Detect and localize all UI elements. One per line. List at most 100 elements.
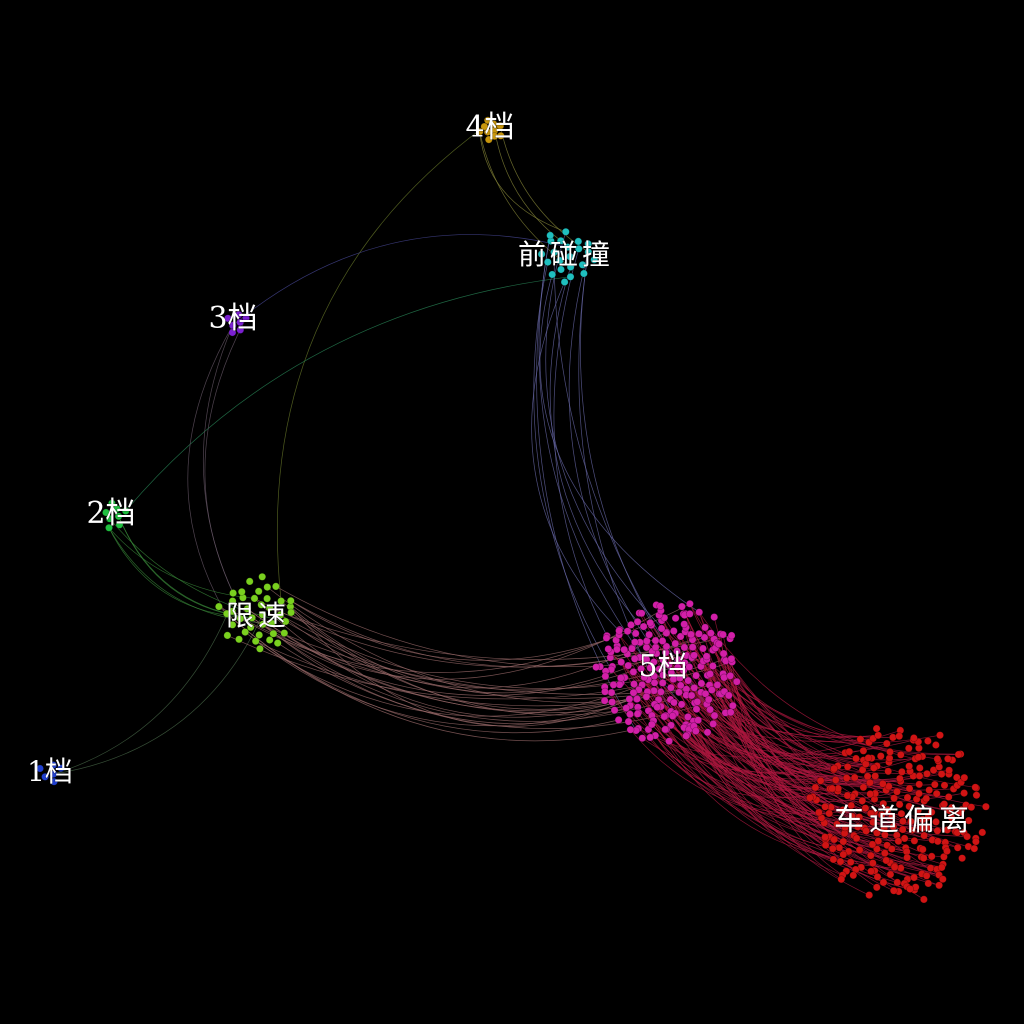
node-c5 [637, 609, 646, 618]
node-lane [889, 886, 898, 895]
node-lane [881, 830, 889, 839]
edge-limit-c5 [232, 600, 671, 722]
node-lane [919, 854, 928, 862]
node-lane [849, 871, 858, 880]
node-limit [286, 596, 295, 605]
node-lane [888, 812, 896, 821]
cluster-label-front: 前碰撞 [518, 238, 614, 271]
node-limit [258, 620, 267, 629]
node-lane [924, 879, 933, 888]
node-lane [935, 881, 943, 890]
node-c5 [673, 647, 681, 655]
node-lane [806, 793, 814, 802]
node-limit [271, 582, 280, 591]
node-c5 [702, 652, 711, 661]
node-lane [905, 762, 913, 771]
node-c5 [653, 703, 662, 712]
node-limit [255, 631, 264, 639]
node-c5 [715, 640, 723, 648]
node-limit [228, 597, 237, 605]
node-lane [865, 891, 874, 899]
node-lane [884, 767, 893, 776]
node-lane [871, 772, 880, 780]
node-limit [265, 603, 274, 612]
node-front [557, 265, 565, 274]
node-c5 [659, 671, 667, 679]
node-lane [878, 779, 887, 788]
node-lane [906, 885, 914, 893]
cluster-label-c3: 3档 [208, 301, 257, 336]
node-c5 [710, 711, 719, 720]
node-c5 [707, 686, 716, 694]
node-lane [880, 849, 889, 858]
node-c5 [624, 717, 633, 726]
edge-c5-lane [684, 647, 976, 788]
node-front [580, 269, 588, 278]
node-lane [904, 744, 913, 753]
node-lane [898, 768, 906, 776]
node-lane [898, 825, 907, 834]
node-lane [879, 878, 888, 887]
node-c5 [642, 655, 651, 664]
node-lane [828, 784, 837, 793]
node-lane [866, 851, 875, 860]
node-lane [872, 724, 881, 733]
node-front [556, 256, 564, 265]
node-lane [960, 773, 969, 782]
node-lane [895, 800, 904, 809]
node-lane [925, 786, 934, 794]
node-lane [873, 845, 881, 853]
node-lane [868, 859, 877, 867]
node-lane [947, 813, 956, 822]
node-lane [858, 766, 867, 774]
node-lane [932, 818, 940, 826]
node-lane [963, 832, 971, 841]
node-c4 [496, 131, 505, 140]
node-c5 [649, 658, 658, 666]
node-lane [910, 873, 918, 882]
node-front [566, 272, 575, 281]
edge-c5-lane [700, 692, 899, 842]
cluster-c2 [102, 499, 130, 532]
node-c5 [727, 654, 736, 663]
node-lane [839, 850, 848, 859]
node-c5 [600, 696, 609, 705]
node-limit [258, 572, 267, 581]
edge-front-c5 [538, 235, 682, 705]
node-lane [927, 852, 936, 861]
node-c5 [637, 664, 645, 673]
node-lane [903, 853, 911, 862]
node-front [584, 247, 593, 256]
node-c4 [475, 127, 484, 136]
node-lane [859, 783, 868, 792]
node-lane [944, 793, 953, 801]
node-lane [858, 796, 867, 805]
node-c5 [620, 645, 629, 654]
node-front [584, 239, 593, 248]
node-limit [235, 635, 243, 644]
nodes-layer [36, 116, 990, 904]
node-c5 [704, 695, 713, 704]
node-c5 [662, 642, 671, 651]
edge-limit-c5 [218, 606, 695, 699]
node-lane [972, 791, 981, 800]
edge-c5-lane [615, 640, 915, 878]
node-limit [222, 609, 231, 618]
node-limit [263, 594, 271, 603]
edge-c5-lane [704, 627, 958, 849]
node-lane [889, 822, 898, 831]
node-c5 [710, 613, 719, 621]
node-c5 [642, 692, 651, 701]
edge-limit-c5 [267, 586, 638, 703]
node-front [590, 255, 599, 264]
node-c5 [615, 626, 623, 635]
node-lane [876, 752, 885, 760]
node-c5 [724, 691, 733, 700]
node-lane [882, 739, 891, 748]
node-c5 [601, 687, 609, 696]
node-c5 [675, 674, 684, 683]
node-lane [868, 840, 877, 849]
node-c5 [684, 676, 693, 685]
